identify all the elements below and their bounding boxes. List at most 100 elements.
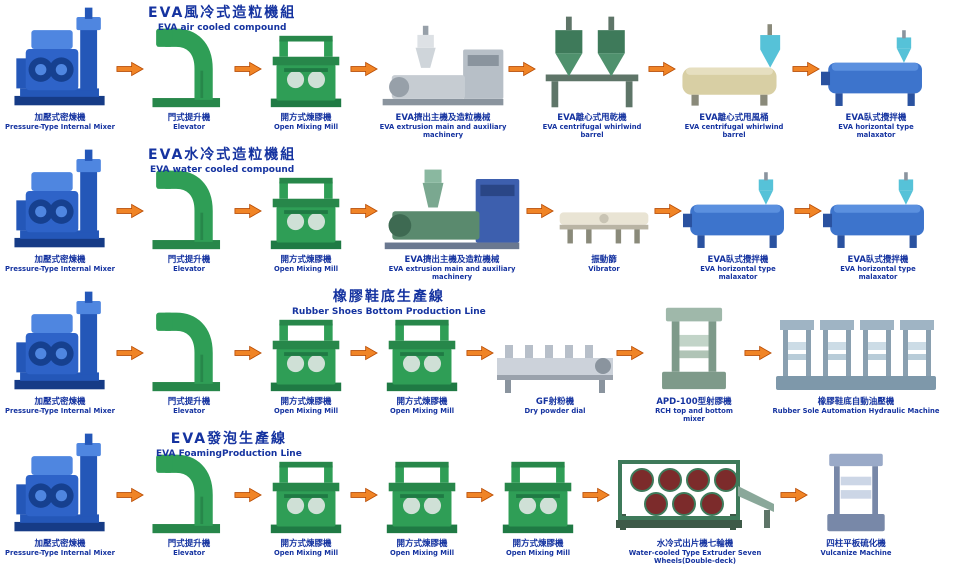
- elevator-icon: [147, 308, 231, 394]
- machine-label-en: EVA centrifugal whirlwind barrel: [542, 123, 642, 140]
- machine-label-zh: 門式提升機: [167, 255, 211, 265]
- machine-label-zh: 門式提升機: [167, 397, 211, 407]
- machine-label-en: Elevator: [173, 265, 205, 273]
- mixer-icon: [10, 286, 110, 394]
- machine-label-en: Pressure-Type Internal Mixer: [5, 549, 115, 557]
- flow-arrow-icon: [116, 60, 144, 78]
- machine-label-en: Open Mixing Mill: [505, 549, 571, 557]
- mill-icon: [498, 458, 578, 536]
- horizontal-mixer-icon: [683, 170, 793, 252]
- machine-label-en: EVA centrifugal whirlwind barrel: [684, 123, 784, 140]
- machine-label-en: Open Mixing Mill: [273, 123, 339, 131]
- machine-label-zh: 水冷式出片機七輪機: [656, 539, 734, 549]
- elevator-icon: [147, 24, 231, 110]
- flow-arrow-icon: [234, 60, 262, 78]
- flow-arrow-icon: [350, 60, 378, 78]
- machine-label-zh: 加壓式密煉機: [34, 397, 86, 407]
- machine-label-zh: EVA離心式甩乾機: [557, 113, 627, 123]
- mill-icon: [266, 458, 346, 536]
- machine-label-zh: EVA擠出主機及造粒機械: [404, 255, 500, 265]
- horizontal-mixer-icon: [821, 28, 931, 110]
- elevator-icon: [147, 450, 231, 536]
- flow-arrow-icon: [350, 344, 378, 362]
- flow-arrow-icon: [648, 60, 676, 78]
- flow-arrow-icon: [116, 344, 144, 362]
- flow-arrow-icon: [350, 486, 378, 504]
- hydraulic-icon: [774, 312, 938, 394]
- flow-arrow-icon: [234, 344, 262, 362]
- machine-label-zh: EVA臥式攪拌機: [847, 255, 909, 265]
- machine-label-zh: 開方式煉膠機: [280, 397, 332, 407]
- machine-label-zh: 加壓式密煉機: [34, 113, 86, 123]
- flow-arrow-icon: [350, 202, 378, 220]
- row-title-en: EVA air cooled compound: [157, 23, 287, 33]
- machine-label-en: Pressure-Type Internal Mixer: [5, 407, 115, 415]
- production-line-3: 橡膠鞋底生產線 Rubber Shoes Bottom Production Li…: [0, 284, 954, 426]
- machine-label-en: Open Mixing Mill: [273, 407, 339, 415]
- machine-label-zh: EVA離心式甩風桶: [699, 113, 769, 123]
- mixer-icon: [10, 144, 110, 252]
- flow-arrow-icon: [616, 344, 644, 362]
- machine-label-en: Open Mixing Mill: [273, 265, 339, 273]
- machine-label-en: Dry powder dial: [524, 407, 586, 415]
- flow-arrow-icon: [508, 60, 536, 78]
- machine-label-en: Water-cooled Type Extruder Seven Wheels(…: [628, 549, 762, 566]
- machine-label-en: EVA extrusion main and auxiliary machine…: [379, 123, 507, 140]
- powder-icon: [495, 330, 615, 394]
- machine-label-en: Elevator: [173, 549, 205, 557]
- machine-label-en: Rubber Sole Automation Hydraulic Machine: [772, 407, 940, 415]
- row-title: 橡膠鞋底生產線 Rubber Shoes Bottom Production Li…: [292, 286, 486, 317]
- mill-icon: [266, 316, 346, 394]
- machine-label-zh: 開方式煉膠機: [280, 539, 332, 549]
- cyclone-pair-icon: [538, 12, 646, 110]
- mill-icon: [382, 316, 462, 394]
- machine-label-en: EVA horizontal type malaxator: [840, 265, 916, 282]
- machine-label-zh: 開方式煉膠機: [396, 539, 448, 549]
- machine-label-zh: 四柱平板硫化機: [826, 539, 886, 549]
- horizontal-mixer-icon: [823, 170, 933, 252]
- machine-label-zh: GF射粉機: [535, 397, 575, 407]
- machine-label-en: Elevator: [173, 123, 205, 131]
- machine-label-en: Open Mixing Mill: [273, 549, 339, 557]
- machine-label-zh: EVA擠出主機及造粒機械: [395, 113, 491, 123]
- machine-label-zh: EVA臥式攪拌機: [845, 113, 907, 123]
- machine-label-zh: 加壓式密煉機: [34, 255, 86, 265]
- row-title-zh: 橡膠鞋底生產線: [332, 289, 445, 305]
- vibrator-icon: [555, 196, 653, 252]
- row-title-en: Rubber Shoes Bottom Production Line: [292, 307, 486, 317]
- machine-label-zh: 開方式煉膠機: [396, 397, 448, 407]
- press-icon: [652, 302, 736, 394]
- vulcanizer-icon: [819, 448, 893, 536]
- extruder-icon: [379, 22, 507, 110]
- flow-arrow-icon: [116, 202, 144, 220]
- machine-label-zh: 開方式煉膠機: [280, 113, 332, 123]
- flow-arrow-icon: [780, 486, 808, 504]
- machine-label-en: Elevator: [173, 407, 205, 415]
